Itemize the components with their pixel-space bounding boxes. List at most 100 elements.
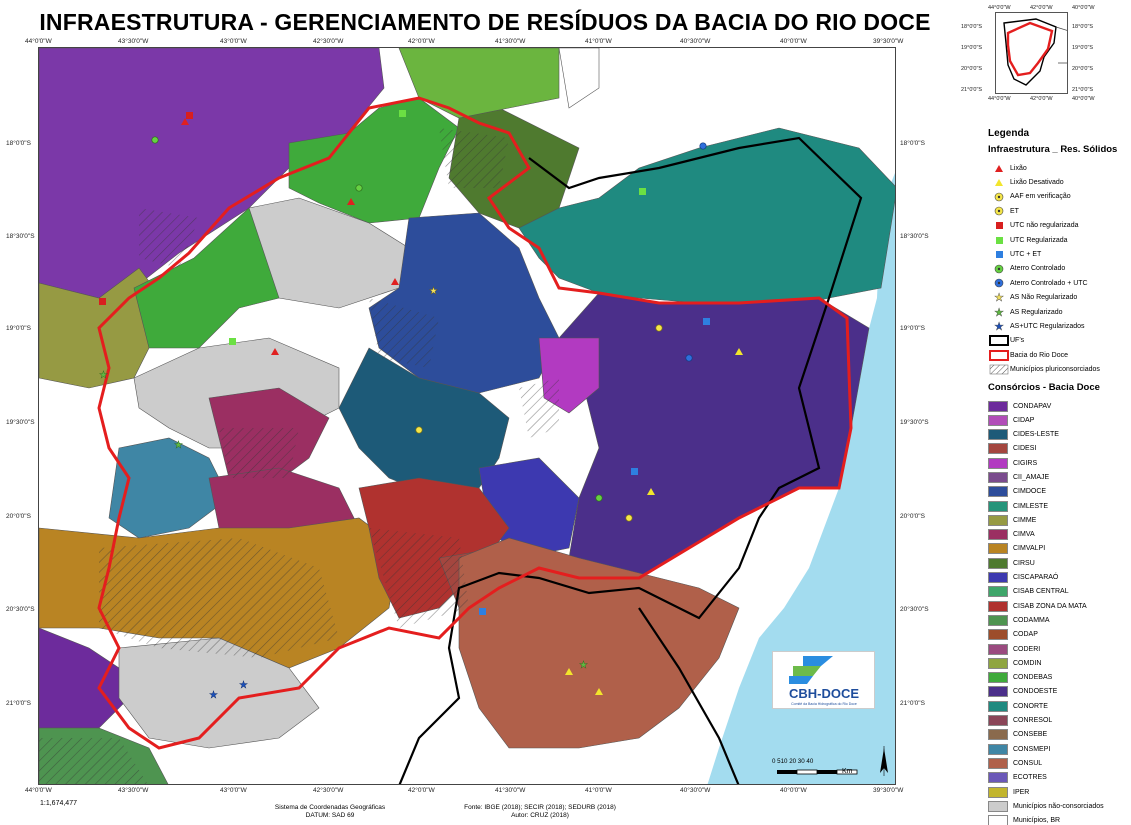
ring-dot-icon — [988, 192, 1010, 202]
scale-label: 0 510 20 30 40 — [772, 758, 814, 765]
infra-legend-item: Municípios pluriconsorciados — [988, 362, 1128, 376]
coord-line-2: DATUM: SAD 69 — [305, 812, 355, 819]
latitude-tick: 18°30'0"S — [900, 233, 929, 240]
square-icon — [988, 221, 1010, 230]
svg-text:★: ★ — [209, 690, 218, 701]
svg-text:★: ★ — [99, 370, 108, 381]
triangle-icon — [988, 164, 1010, 173]
consortium-swatch — [988, 629, 1008, 641]
infra-legend-label: Lixão — [1010, 164, 1027, 172]
inset-latitude-tick: 21°0'0"S — [961, 87, 983, 93]
consortium-label: CODERI — [1013, 645, 1041, 653]
scale-unit: Km — [842, 768, 853, 775]
consortium-legend-item: CIDESI — [988, 442, 1128, 456]
longitude-tick: 43°0'0"W — [220, 38, 247, 45]
latitude-tick: 21°0'0"S — [6, 700, 31, 707]
consortium-legend-item: ECOTRES — [988, 771, 1128, 785]
longitude-tick: 42°0'0"W — [408, 38, 435, 45]
infra-legend-item: Lixão — [988, 161, 1128, 175]
consortium-swatch — [988, 443, 1008, 455]
infra-legend-item: UTC não regularizada — [988, 219, 1128, 233]
longitude-tick: 43°30'0"W — [118, 38, 149, 45]
outline-icon — [988, 335, 1010, 347]
consortium-legend-item: Municípios, BR — [988, 813, 1128, 825]
latitude-tick: 19°0'0"S — [6, 325, 31, 332]
consortium-legend-item: CONORTE — [988, 699, 1128, 713]
inset-longitude-tick: 42°0'0"W — [1030, 96, 1053, 102]
infra-legend-item: UTC + ET — [988, 247, 1128, 261]
consortium-swatch — [988, 600, 1008, 612]
infra-legend-item: Aterro Controlado + UTC — [988, 276, 1128, 290]
consortium-swatch — [988, 757, 1008, 769]
infra-legend-label: AS Não Regularizado — [1010, 294, 1078, 302]
infra-legend-label: Bacia do Rio Doce — [1010, 351, 1068, 359]
inset-longitude-tick: 44°0'0"W — [988, 5, 1011, 11]
consortium-swatch — [988, 429, 1008, 441]
longitude-tick: 42°30'0"W — [313, 787, 344, 794]
consortium-legend-item: CII_AMAJE — [988, 470, 1128, 484]
consortium-legend-item: CIMVA — [988, 528, 1128, 542]
consortium-swatch — [988, 700, 1008, 712]
consortium-swatch — [988, 471, 1008, 483]
consortium-legend-item: IPER — [988, 785, 1128, 799]
infra-legend-item: ★AS Não Regularizado — [988, 291, 1128, 305]
infra-legend-label: AAF em verificação — [1010, 193, 1071, 201]
longitude-tick: 43°30'0"W — [118, 787, 149, 794]
inset-latitude-tick: 19°0'0"S — [1072, 45, 1094, 51]
consortium-swatch — [988, 672, 1008, 684]
consortium-label: CII_AMAJE — [1013, 473, 1050, 481]
svg-text:★: ★ — [239, 680, 248, 691]
consortium-swatch — [988, 614, 1008, 626]
consortium-label: CISAB ZONA DA MATA — [1013, 602, 1087, 610]
ocean — [707, 173, 895, 784]
consortium-legend-item: CISAB ZONA DA MATA — [988, 599, 1128, 613]
inset-latitude-tick: 18°0'0"S — [1072, 24, 1094, 30]
consortium-label: CIDESI — [1013, 445, 1037, 453]
infra-legend-label: AS+UTC Regularizados — [1010, 322, 1085, 330]
consortium-label: CIDAP — [1013, 416, 1035, 424]
longitude-tick: 43°0'0"W — [220, 787, 247, 794]
consortium-swatch — [988, 543, 1008, 555]
consortium-label: CIGIRS — [1013, 459, 1038, 467]
infra-legend-item: Aterro Controlado — [988, 262, 1128, 276]
basin-border — [97, 96, 853, 750]
map-title: INFRAESTRUTURA - GERENCIAMENTO DE RESÍDU… — [39, 9, 931, 35]
consortium-legend-item: CIGIRS — [988, 456, 1128, 470]
inset-longitude-tick: 40°0'0"W — [1072, 96, 1095, 102]
inset-longitude-tick: 44°0'0"W — [988, 96, 1011, 102]
consortium-swatch — [988, 529, 1008, 541]
scale-bar — [777, 769, 858, 775]
cbh-doce-logo: CBH-DOCE Comitê da Bacia Hidrográfica do… — [772, 651, 875, 709]
latitude-tick: 19°30'0"S — [900, 419, 929, 426]
longitude-tick: 42°30'0"W — [313, 38, 344, 45]
consortium-label: CONDAPAV — [1013, 402, 1052, 410]
north-arrow-icon — [880, 746, 888, 776]
ring-dot-icon — [988, 264, 1010, 274]
longitude-tick: 42°0'0"W — [408, 787, 435, 794]
map-canvas: ★ ★ ★ ★ ★ ★ — [39, 48, 895, 784]
consortium-label: CONDEBAS — [1013, 674, 1053, 682]
facility-markers: ★ ★ ★ ★ ★ ★ — [99, 110, 743, 701]
latitude-tick: 18°0'0"S — [900, 140, 925, 147]
inset-latitude-tick: 21°0'0"S — [1072, 87, 1094, 93]
longitude-tick: 41°0'0"W — [585, 38, 612, 45]
infra-legend-label: ET — [1010, 207, 1019, 215]
consortium-legend-item: CIMVALPI — [988, 542, 1128, 556]
main-map[interactable]: ★ ★ ★ ★ ★ ★ — [38, 47, 896, 785]
longitude-tick: 40°0'0"W — [780, 38, 807, 45]
latitude-tick: 18°0'0"S — [6, 140, 31, 147]
consortium-swatch — [988, 800, 1008, 812]
coordinate-system: Sistema de Coordenadas Geográficas DATUM… — [250, 804, 410, 820]
consortium-label: Municípios não-consorciados — [1013, 802, 1104, 810]
consortium-label: ECOTRES — [1013, 774, 1047, 782]
longitude-tick: 41°30'0"W — [495, 38, 526, 45]
consortium-legend-item: CONSMEPI — [988, 742, 1128, 756]
hatch-icon — [988, 364, 1010, 375]
outline-icon — [988, 349, 1010, 361]
consortium-label: CIMDOCE — [1013, 488, 1047, 496]
consortium-legend-item: CIMDOCE — [988, 485, 1128, 499]
consortium-swatch — [988, 786, 1008, 798]
consortium-legend-item: CONSEBE — [988, 728, 1128, 742]
